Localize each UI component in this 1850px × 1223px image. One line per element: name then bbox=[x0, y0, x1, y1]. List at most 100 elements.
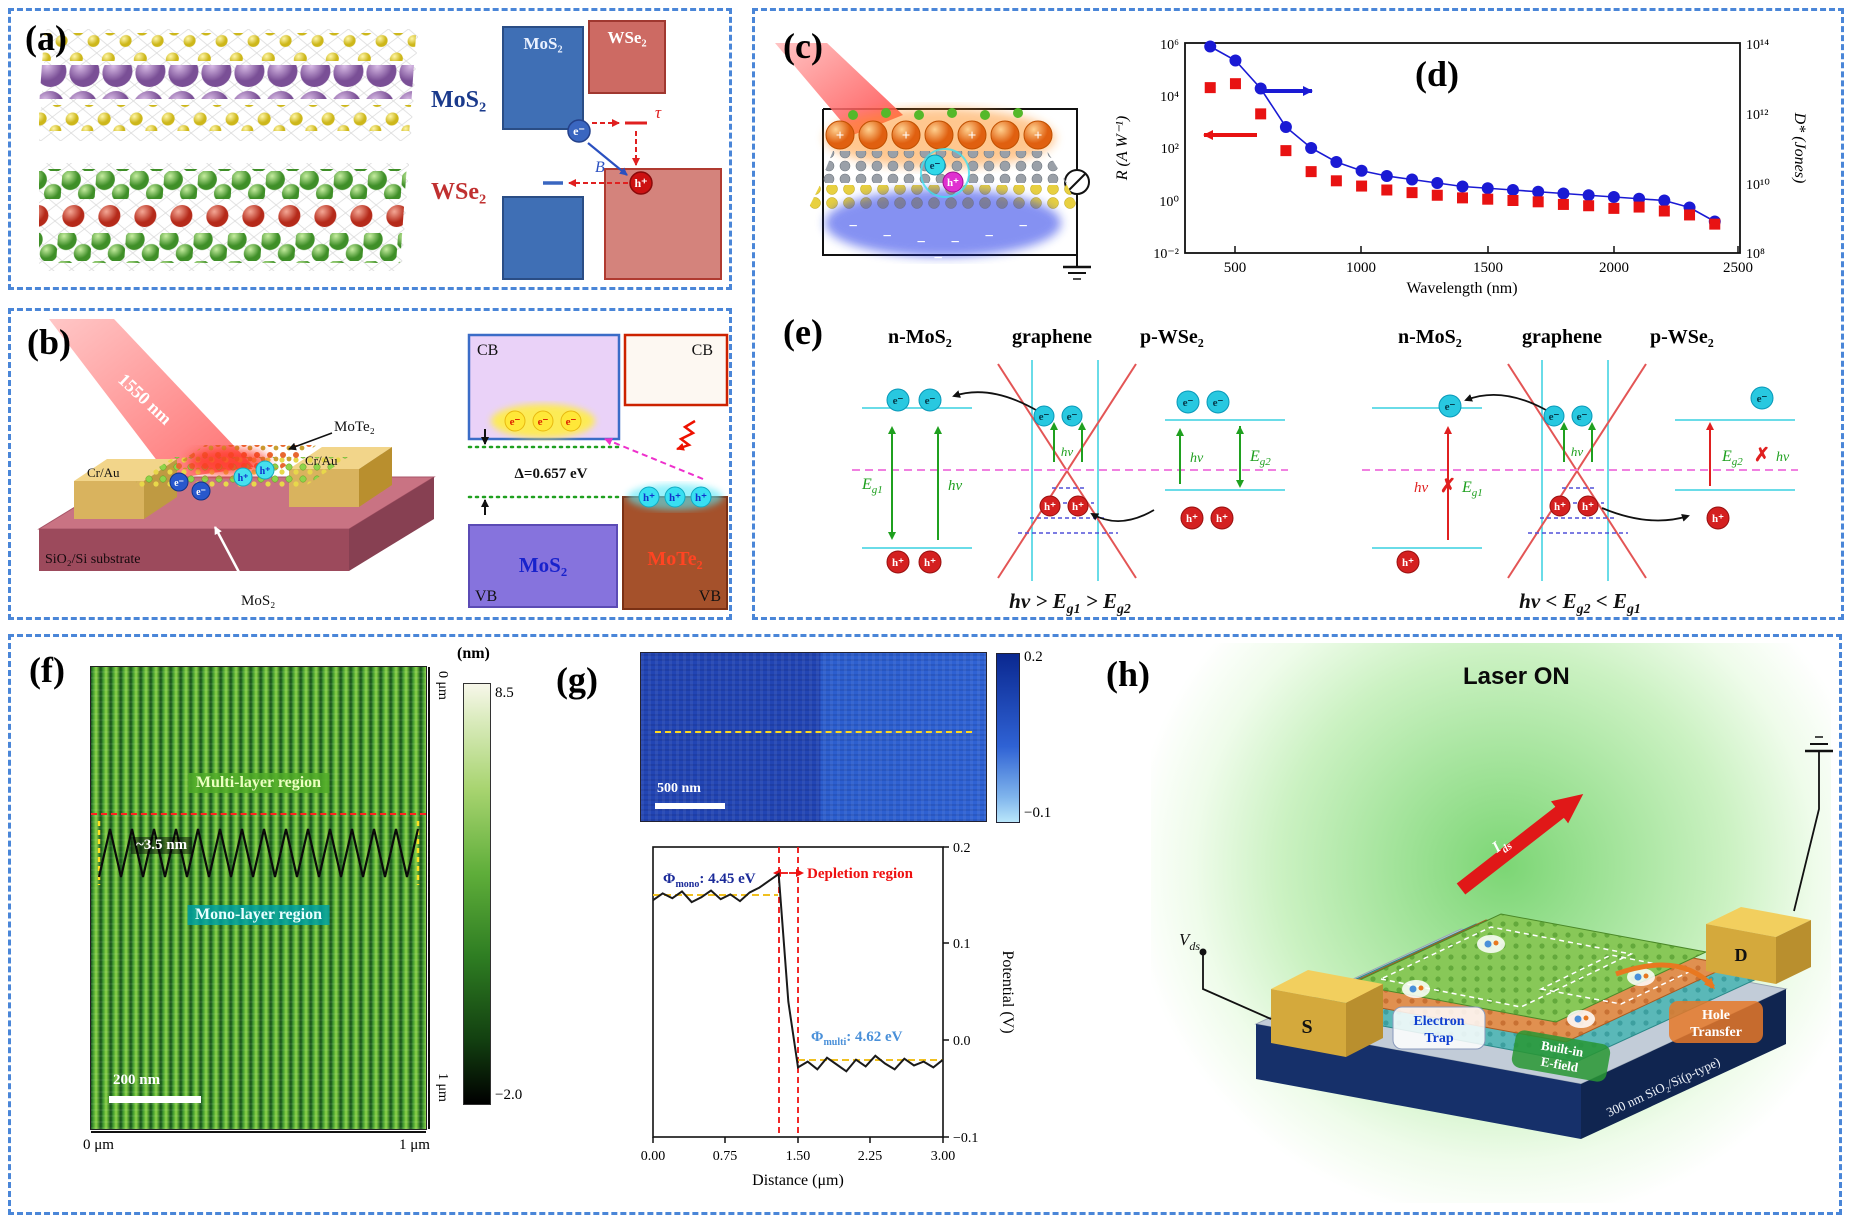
svg-text:h⁺: h⁺ bbox=[1072, 501, 1084, 513]
svg-text:Hole: Hole bbox=[1702, 1008, 1730, 1023]
svg-text:Built-in: Built-in bbox=[1540, 1038, 1585, 1060]
svg-text:h⁺: h⁺ bbox=[1712, 513, 1724, 525]
electron-label: e⁻ bbox=[573, 124, 585, 138]
panel-g-label: (g) bbox=[556, 660, 598, 700]
svg-text:Eg1: Eg1 bbox=[1461, 479, 1483, 499]
mono-layer-region-label: Mono-layer region bbox=[187, 905, 330, 925]
multi-layer-region-label: Multi-layer region bbox=[187, 773, 330, 793]
profile-xlabel: Distance (μm) bbox=[752, 1172, 844, 1189]
panel-c-device-illustration: + + + + − − − − − − − e⁻ h⁺ bbox=[775, 43, 1091, 280]
svg-text:hν: hν bbox=[1061, 444, 1074, 459]
svg-text:e⁻: e⁻ bbox=[1757, 393, 1768, 405]
svg-text:e⁻: e⁻ bbox=[1183, 397, 1194, 409]
mos2-layer-label: MoS₂ bbox=[431, 87, 487, 113]
svg-text:h⁺: h⁺ bbox=[643, 492, 655, 504]
kpfm-colorbar-max: 0.2 bbox=[1024, 649, 1043, 665]
afm-colorbar-max: 8.5 bbox=[495, 685, 514, 701]
svg-text:−: − bbox=[848, 218, 857, 235]
svg-text:h⁺: h⁺ bbox=[1044, 501, 1056, 513]
chart-d-xlabel: Wavelength (nm) bbox=[1406, 280, 1517, 297]
svg-text:Eg1: Eg1 bbox=[861, 476, 883, 496]
svg-text:+: + bbox=[1034, 128, 1043, 144]
afm-y1-label: 1 μm bbox=[435, 1073, 450, 1102]
svg-text:10⁰: 10⁰ bbox=[1159, 195, 1179, 210]
svg-text:0.2: 0.2 bbox=[953, 841, 971, 856]
e-right-title-n: n-MoS₂ bbox=[1398, 326, 1462, 348]
svg-text:−: − bbox=[882, 228, 891, 245]
panel-e-right-diagram: hν ✗ Eg1 hν Eg2 ✗ hν e⁻ e⁻ e⁻ e⁻ h⁺ h⁺ h… bbox=[1362, 360, 1798, 581]
panel-group-a: (a) MoS₂ WSe₂ bbox=[8, 8, 732, 290]
svg-text:−: − bbox=[950, 234, 959, 251]
svg-text:+: + bbox=[902, 128, 911, 144]
svg-text:500: 500 bbox=[1224, 260, 1247, 276]
svg-text:h⁺: h⁺ bbox=[238, 473, 249, 484]
svg-text:hν: hν bbox=[1571, 444, 1584, 459]
svg-text:0.0: 0.0 bbox=[953, 1034, 971, 1049]
scalebar-label: 200 nm bbox=[113, 1072, 161, 1088]
step-height-label: ~3.5 nm bbox=[131, 837, 193, 854]
electron-trap-badge: Electron Trap bbox=[1392, 1006, 1486, 1050]
wse2-layer-label: WSe₂ bbox=[431, 179, 487, 205]
svg-text:e⁻: e⁻ bbox=[1213, 397, 1224, 409]
svg-text:−0.1: −0.1 bbox=[953, 1131, 978, 1146]
chart-d-ylabel-right: D* (Jones) bbox=[1791, 112, 1807, 184]
afm-y0-label: 0 μm bbox=[435, 671, 450, 700]
svg-text:−: − bbox=[984, 228, 993, 245]
svg-text:Trap: Trap bbox=[1424, 1031, 1454, 1046]
svg-text:+: + bbox=[968, 128, 977, 144]
panel-group-fgh: (f) Multi-layer region ~3.5 nm Mono-laye… bbox=[8, 634, 1842, 1215]
svg-text:Eg2: Eg2 bbox=[1249, 448, 1271, 468]
hole-label: h⁺ bbox=[634, 176, 647, 190]
afm-y-axis bbox=[428, 667, 430, 1129]
vb-mos2-box-label: MoS₂ bbox=[519, 553, 567, 577]
svg-text:e⁻: e⁻ bbox=[566, 416, 577, 428]
potential-profile-line bbox=[652, 872, 944, 1073]
svg-text:e⁻: e⁻ bbox=[930, 160, 941, 172]
scalebar bbox=[109, 1096, 201, 1103]
svg-text:−: − bbox=[933, 250, 942, 267]
svg-text:h⁺: h⁺ bbox=[947, 177, 959, 189]
svg-text:e⁻: e⁻ bbox=[510, 416, 521, 428]
svg-text:10⁸: 10⁸ bbox=[1746, 247, 1765, 262]
kpfm-map: 500 nm bbox=[640, 652, 987, 822]
svg-text:h⁺: h⁺ bbox=[1402, 557, 1414, 569]
svg-text:e⁻: e⁻ bbox=[1577, 411, 1588, 423]
svg-text:Transfer: Transfer bbox=[1690, 1025, 1742, 1040]
svg-text:h⁺: h⁺ bbox=[1216, 513, 1228, 525]
panel-e-label: (e) bbox=[783, 312, 823, 352]
ground-icon bbox=[1805, 736, 1833, 753]
kpfm-colorbar-min: −0.1 bbox=[1024, 805, 1052, 821]
crau-right-label: Cr/Au bbox=[305, 453, 338, 468]
electron-markers: e⁻ e⁻ e⁻ e⁻ bbox=[1438, 386, 1774, 427]
panel-g-profile-chart: Φmono: 4.45 eV Depletion region Φmulti: … bbox=[641, 841, 1016, 1189]
panel-group-b: (b) 1550 nm Cr/Au Cr/Au e⁻ e⁻ h⁺ h⁺ MoTe… bbox=[8, 308, 732, 620]
panel-d-chart: 500 1000 1500 2000 2500 Wavelength (nm) … bbox=[1114, 38, 1807, 297]
afm-image: Multi-layer region ~3.5 nm Mono-layer re… bbox=[90, 666, 427, 1130]
svg-text:2000: 2000 bbox=[1599, 260, 1629, 276]
panel-d-label: (d) bbox=[1415, 54, 1459, 94]
afm-colorbar-min: −2.0 bbox=[495, 1087, 523, 1103]
kpfm-scalebar-label: 500 nm bbox=[657, 781, 701, 796]
afm-colorbar-unit: (nm) bbox=[457, 645, 490, 662]
svg-text:10²: 10² bbox=[1161, 142, 1179, 157]
svg-text:E-field: E-field bbox=[1540, 1054, 1580, 1075]
laser-beam bbox=[775, 43, 903, 135]
svg-text:0.00: 0.00 bbox=[641, 1149, 666, 1164]
vb-mote2-box-label: MoTe₂ bbox=[647, 548, 702, 570]
laser-on-label: Laser ON bbox=[1463, 663, 1570, 690]
phi-mono-label: Φmono: 4.45 eV bbox=[663, 871, 756, 890]
e-left-title-n: n-MoS₂ bbox=[888, 326, 952, 348]
svg-text:h⁺: h⁺ bbox=[1554, 501, 1566, 513]
panel-h-label: (h) bbox=[1106, 654, 1150, 694]
panel-e-left-diagram: Eg1 hν hν hν Eg2 e⁻ e⁻ e⁻ e⁻ e⁻ e⁻ h⁺ h⁺… bbox=[852, 360, 1288, 581]
drain-label: D bbox=[1735, 945, 1748, 965]
kpfm-scalebar bbox=[655, 803, 725, 809]
electron-markers: e⁻ e⁻ e⁻ e⁻ e⁻ e⁻ bbox=[886, 388, 1230, 427]
svg-text:e⁻: e⁻ bbox=[538, 416, 549, 428]
crau-left-label: Cr/Au bbox=[87, 465, 120, 480]
svg-text:Eg2: Eg2 bbox=[1721, 448, 1743, 468]
panel-c-label: (c) bbox=[783, 26, 823, 66]
ammeter-icon bbox=[1064, 169, 1090, 195]
svg-text:e⁻: e⁻ bbox=[1067, 411, 1078, 423]
